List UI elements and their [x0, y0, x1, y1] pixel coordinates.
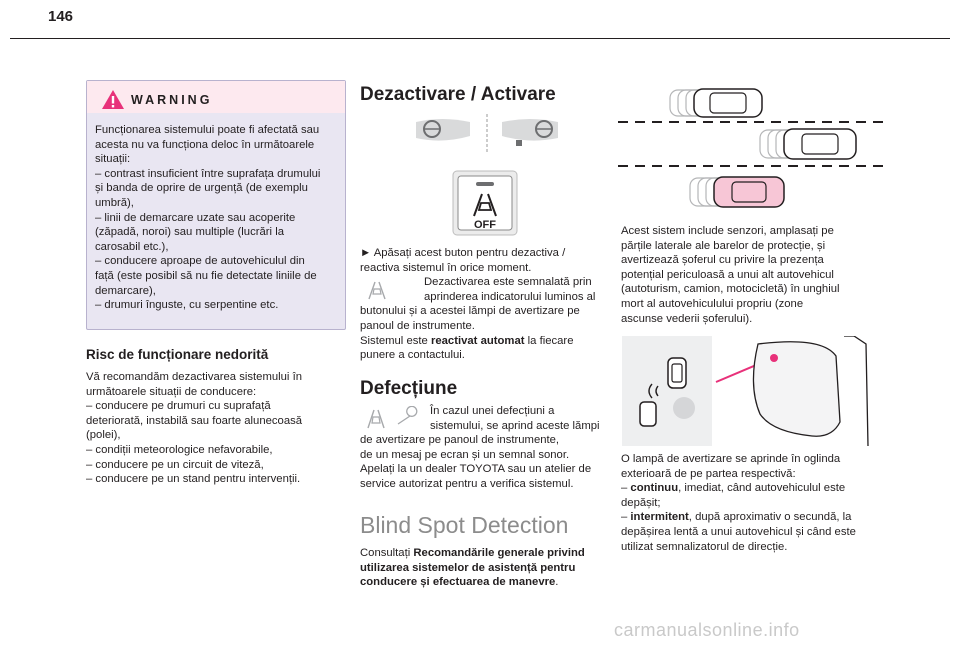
fault-line: sistemului, se aprind aceste lămpi — [430, 419, 600, 432]
reactivated-line: Sistemul este reactivat automat la fieca… — [360, 334, 616, 349]
bsd-continuous-bold: continuu — [630, 482, 679, 495]
warning-line: carosabil etc.), — [95, 240, 169, 253]
deactivate-line: panoul de instrumente. — [360, 319, 475, 332]
deactivate-line: Dezactivarea este semnalată prin — [424, 276, 592, 289]
bsd-ref-line-3: conducere și efectuarea de manevre. — [360, 575, 616, 590]
warning-line: – linii de demarcare uzate sau acoperite — [95, 211, 296, 224]
warning-line: față (este posibil să nu fie detectate l… — [95, 269, 317, 282]
risk-line: – condiții meteorologice nefavorabile, — [86, 443, 273, 456]
deactivate-text: ► Apăsați acest buton pentru dezactiva /… — [360, 246, 616, 363]
fault-text: În cazul unei defecțiuni a sistemului, s… — [360, 404, 616, 492]
risk-line: următoarele situații de conducere: — [86, 385, 257, 398]
warning-line: situații: — [95, 153, 131, 166]
risk-heading: Risc de funcționare nedorită — [86, 347, 269, 362]
fault-heading: Defecțiune — [360, 378, 458, 399]
risk-line: (polei), — [86, 429, 121, 442]
bsd-desc-line: ascunse vederii șoferului). — [621, 312, 753, 325]
lane-warning-lamp-icon — [368, 281, 386, 300]
warning-line: și banda de oprire de urgență (de exempl… — [95, 182, 308, 195]
bsd-ref-bold-1: Recomandările generale privind — [413, 547, 585, 559]
bsd-reference: Consultați Recomandările generale privin… — [360, 546, 616, 590]
risk-line: Vă recomandăm dezactivarea sistemului în — [86, 371, 302, 383]
bsd-intermittent-line-3: utilizat semnalizatorul de direcție. — [621, 540, 788, 553]
fault-lamps-icon — [367, 406, 418, 429]
deactivate-line: aprinderea indicatorului luminos al — [424, 290, 596, 303]
risk-text: Vă recomandăm dezactivarea sistemului în… — [86, 370, 342, 487]
bsd-desc-line: potențial periculoasă a unui alt autoveh… — [621, 268, 834, 281]
bsd-ref-suffix: . — [555, 576, 559, 589]
risk-line: – conducere pe un circuit de viteză, — [86, 458, 264, 471]
warning-line: – drumuri înguste, cu serpentine etc. — [95, 299, 279, 312]
warning-triangle-icon — [102, 90, 124, 109]
bsd-ref-line-1: Consultați Recomandările generale privin… — [360, 546, 616, 561]
warning-line: umbră), — [95, 196, 134, 209]
dashboard-location-icon — [416, 114, 558, 152]
bsd-desc-line: Acest sistem include senzori, amplasați … — [621, 225, 834, 237]
bsd-ref-bold-3: conducere și efectuarea de manevre — [360, 576, 556, 589]
bsd-intermittent-line: – intermitent, după aproximativ o secund… — [621, 511, 852, 524]
bsd-intermittent-line-2: depășirea lentă a unui autovehicul și câ… — [621, 525, 856, 538]
risk-line: deteriorată, instabilă sau foarte alunec… — [86, 414, 303, 427]
reactivated-line-2: punere a contactului. — [360, 349, 465, 362]
off-label: OFF — [474, 219, 496, 231]
fault-line: de un mesaj pe ecran și un semnal sonor. — [360, 448, 570, 461]
bsd-description: Acest sistem include senzori, amplasați … — [621, 224, 885, 326]
bsd-lamp-line: O lampă de avertizare se aprinde în ogli… — [621, 453, 841, 465]
header-rule — [10, 38, 950, 39]
page-number: 146 — [48, 8, 74, 25]
bsd-continuous-line: – continuu, imediat, când autovehiculul … — [621, 482, 846, 495]
reactivated-prefix: Sistemul este — [360, 334, 431, 347]
deactivate-line: reactiva sistemul în orice moment. — [360, 261, 532, 274]
watermark: carmanualsonline.info — [614, 620, 800, 640]
blind-spot-cars-illustration — [618, 88, 888, 208]
bsd-ref-line-2: utilizarea sistemelor de asistență pentr… — [360, 561, 576, 574]
warning-line: acesta nu va funcționa deloc în următoar… — [95, 138, 315, 151]
bsd-desc-line: mort al autovehiculului propriu (zone — [621, 297, 804, 310]
lane-assist-off-button-icon[interactable]: OFF — [452, 170, 518, 236]
warning-text: Funcționarea sistemului poate fi afectat… — [95, 123, 339, 313]
fault-line: de avertizare pe panoul de instrumente, — [360, 434, 560, 447]
fault-line: Apelați la un dealer TOYOTA sau un ateli… — [360, 463, 592, 476]
warning-line: (zăpadă, noroi) sau multiple (lucrări la — [95, 226, 284, 239]
deactivate-heading: Dezactivare / Activare — [360, 84, 556, 105]
bsd-lamp-text: O lampă de avertizare se aprinde în ogli… — [621, 452, 885, 554]
bsd-lamp-line: exterioară de pe partea respectivă: — [621, 467, 796, 480]
deactivate-line: butonului și a acestei lămpi de avertiza… — [360, 305, 580, 318]
warning-box: WARNING Funcționarea sistemului poate fi… — [86, 80, 346, 330]
warning-line: – contrast insuficient între suprafața d… — [95, 167, 321, 180]
bsd-desc-line: avertizează șoferul cu privire la prezen… — [621, 254, 824, 267]
reactivated-bold: reactivat automat — [430, 334, 525, 347]
warning-title: WARNING — [131, 93, 213, 107]
bsd-desc-line: părțile laterale ale barelor de protecți… — [621, 239, 826, 252]
deactivate-line: ► Apăsați acest buton pentru dezactiva / — [360, 247, 566, 259]
bsd-heading: Blind Spot Detection — [360, 512, 569, 538]
warning-line: – conducere aproape de autovehiculul din — [95, 255, 305, 268]
bsd-continuous-rest: , imediat, când autovehiculul este — [678, 482, 846, 495]
fault-line: service autorizat pentru a verifica sist… — [360, 477, 574, 490]
mirror-warning-illustration — [622, 336, 869, 446]
risk-line: – conducere pe un stand pentru intervenț… — [86, 473, 301, 486]
bsd-desc-line: (autoturism, camion, motocicletă) în ung… — [621, 283, 840, 296]
reactivated-suffix: la fiecare — [524, 334, 574, 347]
bsd-ref-prefix: Consultați — [360, 547, 414, 559]
bsd-continuous-line-2: depășit; — [621, 496, 661, 509]
warning-line: demarcare), — [95, 284, 156, 297]
warning-header — [87, 81, 345, 113]
risk-line: – conducere pe drumuri cu suprafață — [86, 400, 271, 413]
warning-line: Funcționarea sistemului poate fi afectat… — [95, 124, 320, 136]
fault-line: În cazul unei defecțiuni a — [430, 405, 555, 417]
bsd-intermittent-bold: intermitent — [630, 511, 689, 524]
bsd-intermittent-rest: , după aproximativ o secundă, la — [688, 511, 852, 524]
